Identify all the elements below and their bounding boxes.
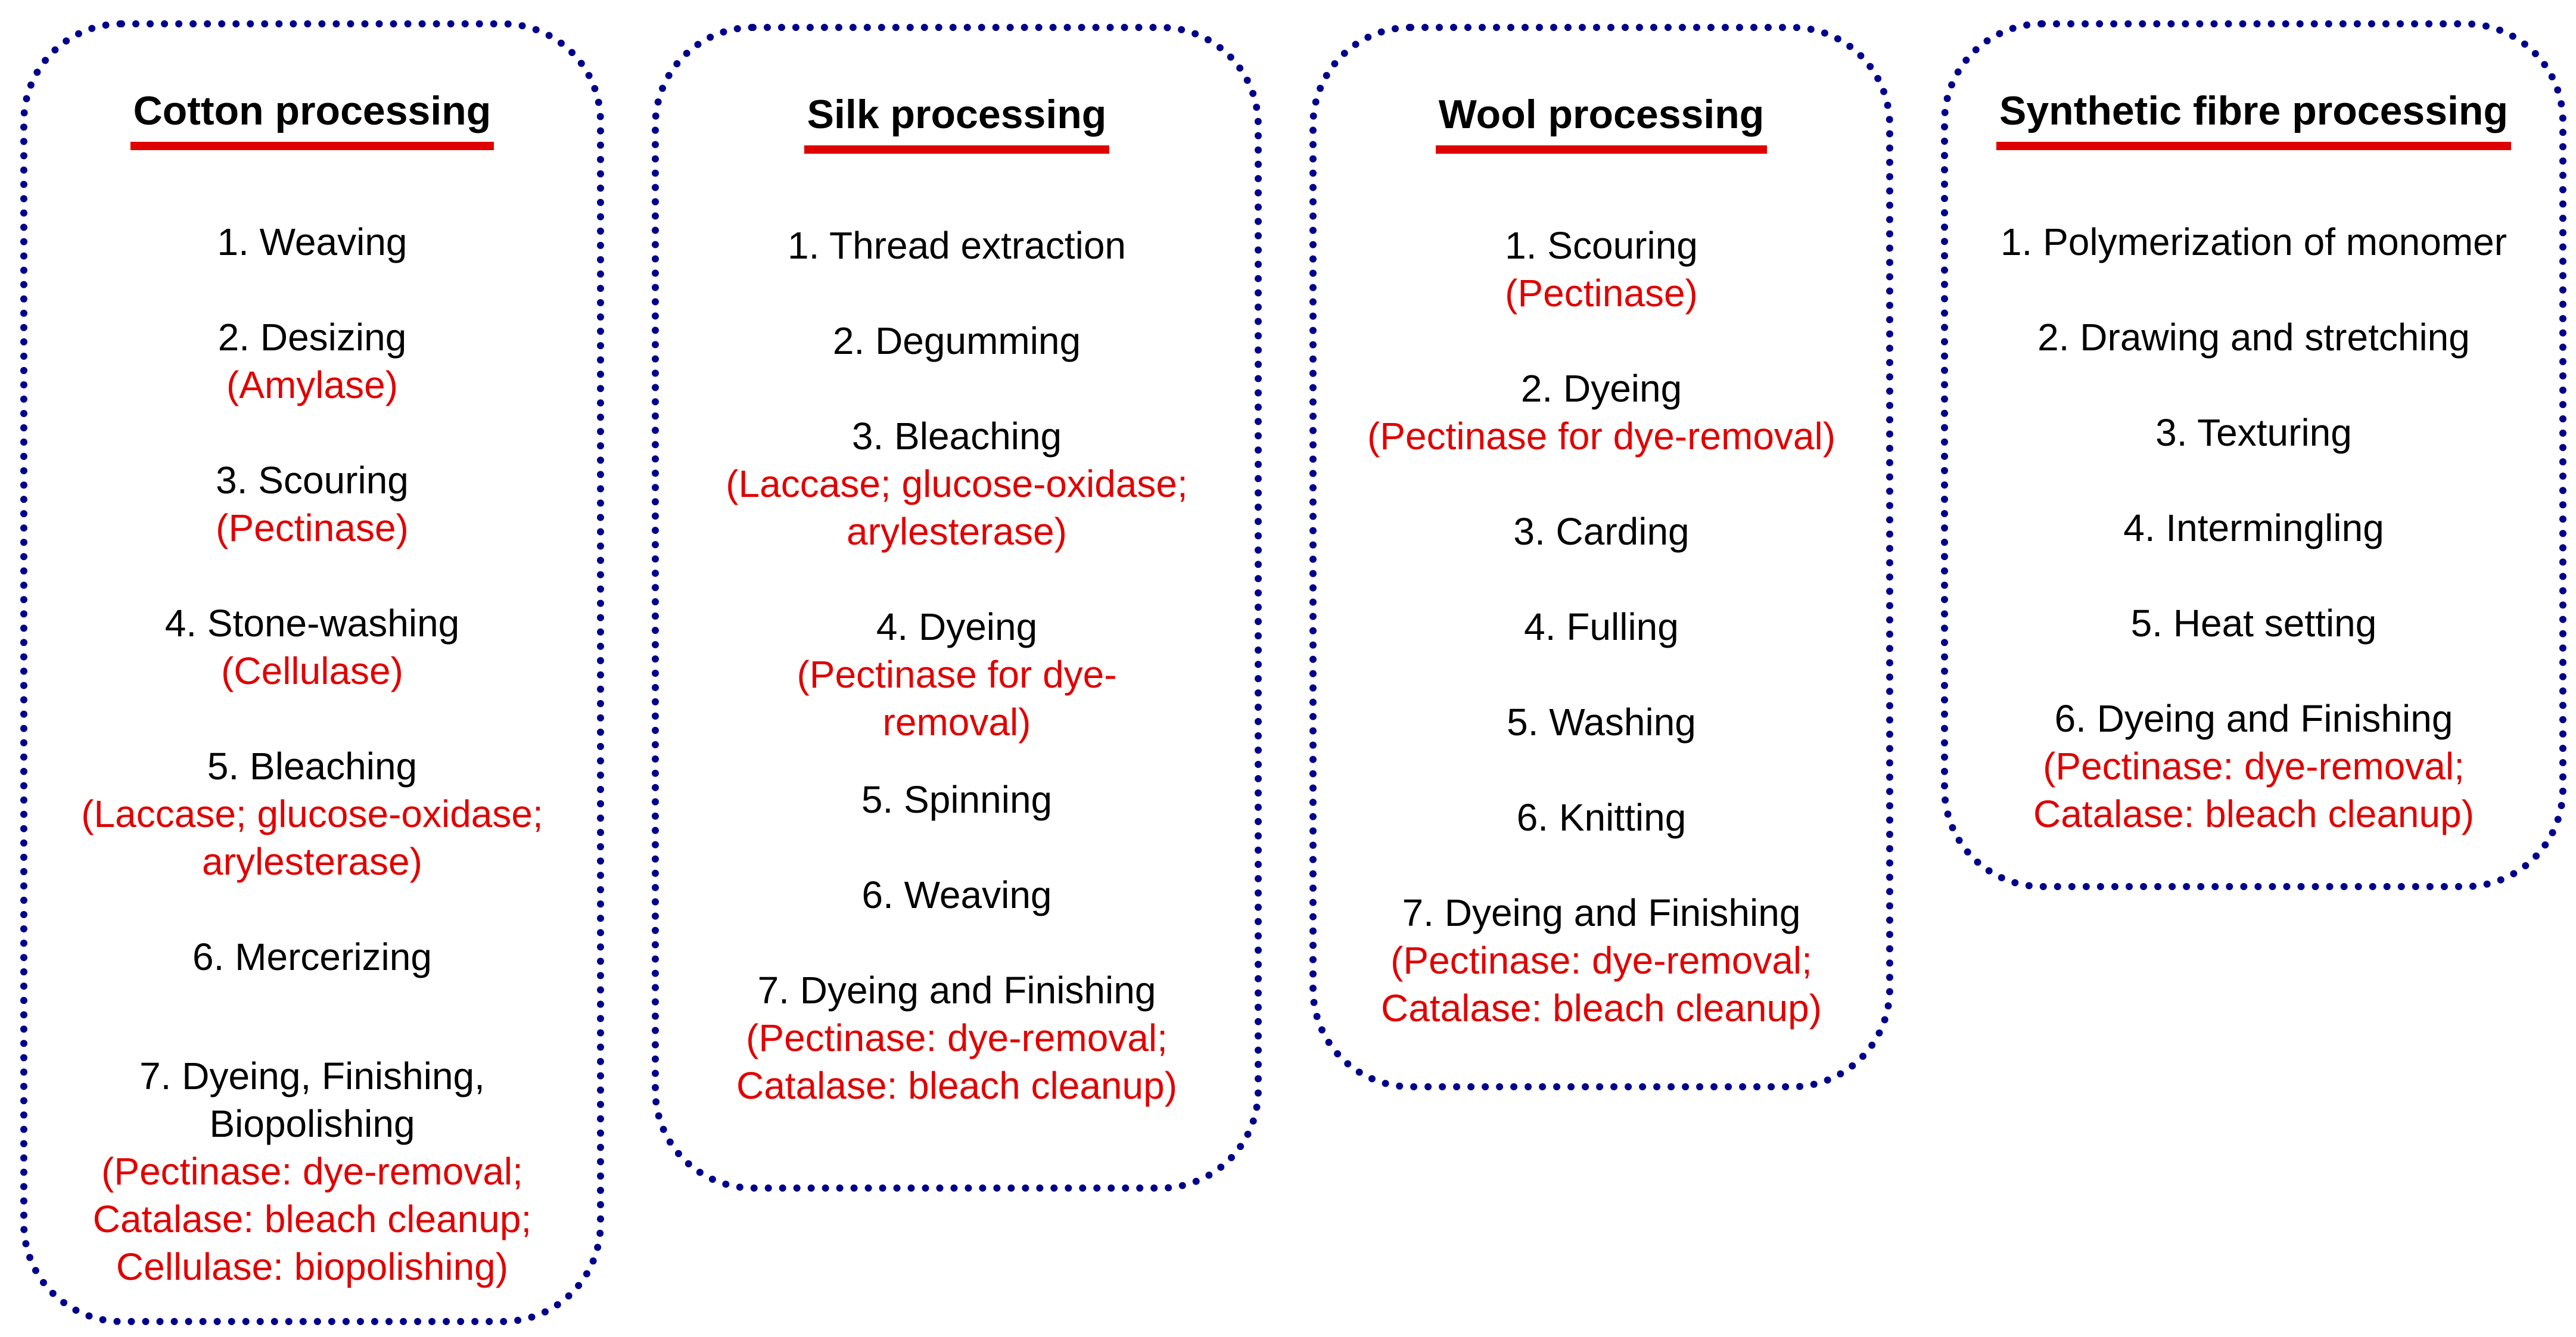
step-enzyme: (Pectinase): [1505, 272, 1698, 315]
step-label: 6. Weaving: [861, 873, 1052, 916]
step-enzyme: (Pectinase: dye-removal;: [1390, 939, 1812, 982]
step-enzyme: (Laccase; glucose-oxidase;: [726, 462, 1188, 505]
step-enzyme: Catalase: bleach cleanup): [1380, 987, 1822, 1030]
step-enzyme: Catalase: bleach cleanup): [2033, 792, 2475, 835]
step-label: 1. Thread extraction: [787, 224, 1127, 267]
process-step: 1. Polymerization of monomer: [1948, 218, 2559, 266]
panel-title-text: Wool processing: [1438, 92, 1765, 137]
step-enzyme: arylesterase): [202, 840, 422, 883]
process-step: 4. Stone-washing(Cellulase): [27, 599, 597, 695]
process-step: 6. Mercerizing: [27, 933, 597, 981]
process-step: 5. Spinning: [659, 776, 1255, 823]
step-enzyme: (Pectinase): [216, 506, 409, 549]
step-label: Biopolishing: [209, 1102, 415, 1145]
step-label: 2. Drawing and stretching: [2037, 316, 2470, 359]
step-enzyme: (Laccase; glucose-oxidase;: [81, 792, 543, 835]
process-step: 3. Bleaching(Laccase; glucose-oxidase; ar…: [659, 412, 1255, 555]
process-step: 2. Desizing(Amylase): [27, 313, 597, 409]
step-label: 4. Intermingling: [2123, 506, 2384, 549]
step-label: 3. Carding: [1513, 510, 1690, 553]
step-label: 6. Mercerizing: [192, 935, 432, 978]
step-label: 4. Stone-washing: [164, 602, 460, 645]
step-label: 1. Polymerization of monomer: [2000, 220, 2507, 263]
panel-title-text: Synthetic fibre processing: [1999, 88, 2508, 133]
process-step: 6. Dyeing and Finishing (Pectinase: dye-r…: [1948, 695, 2559, 838]
step-enzyme: (Pectinase for dye-: [797, 653, 1117, 696]
title-underline: [130, 142, 494, 150]
process-step: 7. Dyeing and Finishing(Pectinase: dye-r…: [659, 966, 1255, 1109]
step-enzyme: Catalase: bleach cleanup): [736, 1064, 1178, 1107]
step-label: 7. Dyeing, Finishing,: [139, 1055, 485, 1097]
step-label: 7. Dyeing and Finishing: [757, 969, 1156, 1012]
step-label: 1. Scouring: [1505, 224, 1698, 267]
process-step: 4. Fulling: [1317, 603, 1886, 651]
panel-title-text: Cotton processing: [133, 88, 491, 133]
step-label: 4. Dyeing: [876, 605, 1038, 648]
process-step: 7. Dyeing, Finishing, Biopolishing (Pectin…: [27, 1052, 597, 1291]
process-step: 1. Weaving: [27, 218, 597, 266]
process-step: 2. Dyeing (Pectinase for dye-removal): [1317, 365, 1886, 460]
step-label: 2. Desizing: [217, 316, 407, 359]
process-step: 6. Weaving: [659, 871, 1255, 919]
panel-title: Cotton processing: [27, 87, 597, 150]
step-label: 2. Degumming: [832, 319, 1081, 362]
step-label: 2. Dyeing: [1520, 367, 1682, 410]
step-label: 3. Bleaching: [851, 415, 1062, 458]
process-step: 5. Washing: [1317, 698, 1886, 746]
process-step: 3. Scouring(Pectinase): [27, 456, 597, 552]
process-step: 5. Bleaching(Laccase; glucose-oxidase; ar…: [27, 742, 597, 885]
process-step: 4. Intermingling: [1948, 504, 2559, 552]
step-enzyme: (Cellulase): [221, 649, 403, 692]
process-step: 1. Thread extraction: [659, 222, 1255, 269]
panel-synthetic: Synthetic fibre processing 1. Polymerizat…: [1941, 20, 2566, 890]
panel-silk: Silk processing 1. Thread extraction 2. De…: [652, 24, 1262, 1192]
process-step: 1. Scouring (Pectinase): [1317, 222, 1886, 317]
panel-title: Silk processing: [659, 91, 1255, 154]
step-enzyme: removal): [882, 701, 1031, 744]
step-label: 6. Dyeing and Finishing: [2054, 697, 2453, 740]
process-step: 2. Drawing and stretching: [1948, 313, 2559, 361]
title-underline: [1996, 142, 2511, 150]
step-enzyme: (Pectinase: dye-removal;: [2043, 745, 2465, 788]
step-label: 5. Spinning: [861, 778, 1053, 821]
panel-cotton: Cotton processing 1. Weaving 2. Desizing(A…: [20, 20, 604, 1325]
process-step: 7. Dyeing and Finishing (Pectinase: dye-r…: [1317, 889, 1886, 1032]
step-enzyme: Cellulase: biopolishing): [116, 1245, 509, 1288]
step-enzyme: (Pectinase: dye-removal;: [746, 1016, 1168, 1059]
panel-title: Synthetic fibre processing: [1948, 87, 2559, 150]
process-step: 3. Texturing: [1948, 409, 2559, 456]
step-label: 1. Weaving: [217, 220, 407, 263]
step-label: 5. Bleaching: [207, 745, 418, 788]
process-step: 5. Heat setting: [1948, 599, 2559, 647]
process-step: 2. Degumming: [659, 317, 1255, 365]
process-step: 4. Dyeing (Pectinase for dye-removal): [659, 603, 1255, 746]
step-label: 3. Texturing: [2155, 411, 2352, 454]
step-label: 4. Fulling: [1524, 605, 1679, 648]
process-step: 3. Carding: [1317, 508, 1886, 555]
step-label: 7. Dyeing and Finishing: [1402, 891, 1801, 934]
step-enzyme: arylesterase): [847, 510, 1067, 553]
step-label: 6. Knitting: [1516, 796, 1687, 839]
step-enzyme: (Amylase): [226, 363, 399, 406]
title-underline: [1435, 145, 1768, 154]
step-enzyme: Catalase: bleach cleanup;: [92, 1198, 532, 1240]
step-label: 5. Heat setting: [2130, 602, 2377, 645]
process-step: 6. Knitting: [1317, 794, 1886, 841]
panel-title: Wool processing: [1317, 91, 1886, 154]
step-enzyme: (Pectinase: dye-removal;: [101, 1150, 523, 1193]
step-label: 5. Washing: [1507, 701, 1696, 744]
panel-title-text: Silk processing: [807, 92, 1107, 137]
step-label: 3. Scouring: [216, 459, 409, 502]
step-enzyme: (Pectinase for dye-removal): [1367, 415, 1836, 458]
panel-wool: Wool processing 1. Scouring (Pectinase) 2. …: [1309, 24, 1893, 1090]
title-underline: [804, 145, 1110, 154]
